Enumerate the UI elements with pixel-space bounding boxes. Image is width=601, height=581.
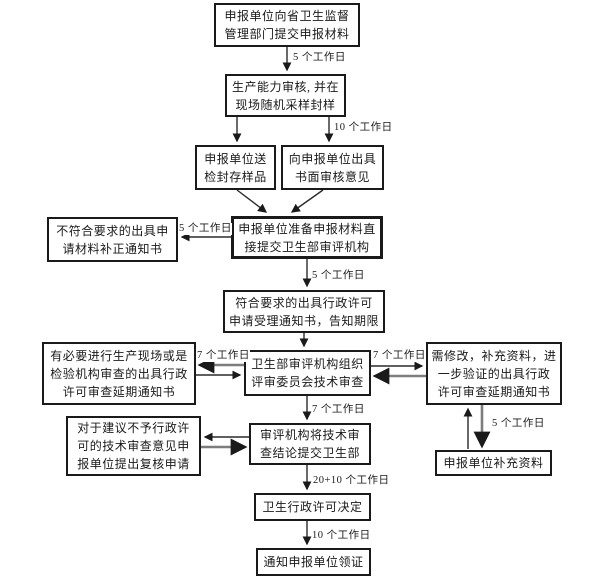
node-submit-conclusion: 审评机构将技术审 查结论提交卫生部: [249, 423, 371, 465]
edge-label-5days-2: 5 个工作日: [179, 223, 232, 235]
edge-label-5days-1: 5 个工作日: [293, 52, 346, 64]
node-notify-certificate: 通知申报单位领证: [256, 548, 371, 576]
node-capacity-review: 生产能力审核, 并在 现场随机采样封样: [225, 74, 346, 117]
node-need-revision: 需修改，补充资料，进 一步验证的出具行政 许可审查延期通知书: [426, 342, 562, 405]
arrow-opinion-to-prepare: [290, 189, 324, 213]
edge-label-5days-3: 5 个工作日: [312, 270, 365, 282]
node-supplement-data: 申报单位补充资料: [435, 450, 552, 476]
edge-label-10days-1: 10 个工作日: [334, 122, 393, 134]
edge-label-10days-2: 10 个工作日: [312, 530, 371, 542]
edge-label-5days-4: 5 个工作日: [492, 418, 545, 430]
node-submit-provincial: 申报单位向省卫生监督 管理部门提交申报材料: [214, 3, 360, 47]
node-accept-notice: 符合要求的出具行政许可 申请受理通知书，告知期限: [223, 290, 385, 333]
node-review-appeal: 对于建议不予行政许 可的技术审查意见申 报单位提出复核申请: [66, 416, 201, 476]
edge-label-2010days: 20+10 个工作日: [313, 475, 390, 487]
arrow-samples-to-prepare: [236, 189, 268, 213]
edge-label-7days-right: 7 个工作日: [373, 350, 426, 362]
edge-label-7days-down: 7 个工作日: [312, 404, 365, 416]
node-license-decision: 卫生行政许可决定: [254, 493, 371, 521]
node-site-inspection: 有必要进行生产现场或是 检验机构审查的出具行政 许可审查延期通知书: [42, 342, 196, 405]
node-tech-review: 卫生部审评机构组织 评审委员会技术审查: [244, 350, 371, 396]
node-not-qualified: 不符合要求的出具申 请材料补正通知书: [47, 217, 178, 262]
edge-label-7days-left: 7 个工作日: [197, 350, 250, 362]
node-send-samples: 申报单位送 检封存样品: [195, 145, 276, 190]
node-prepare-submit: 申报单位准备申报材料直 接提交卫生部审评机构: [231, 216, 383, 259]
node-written-opinion: 向申报单位出具 书面审核意见: [281, 145, 384, 190]
